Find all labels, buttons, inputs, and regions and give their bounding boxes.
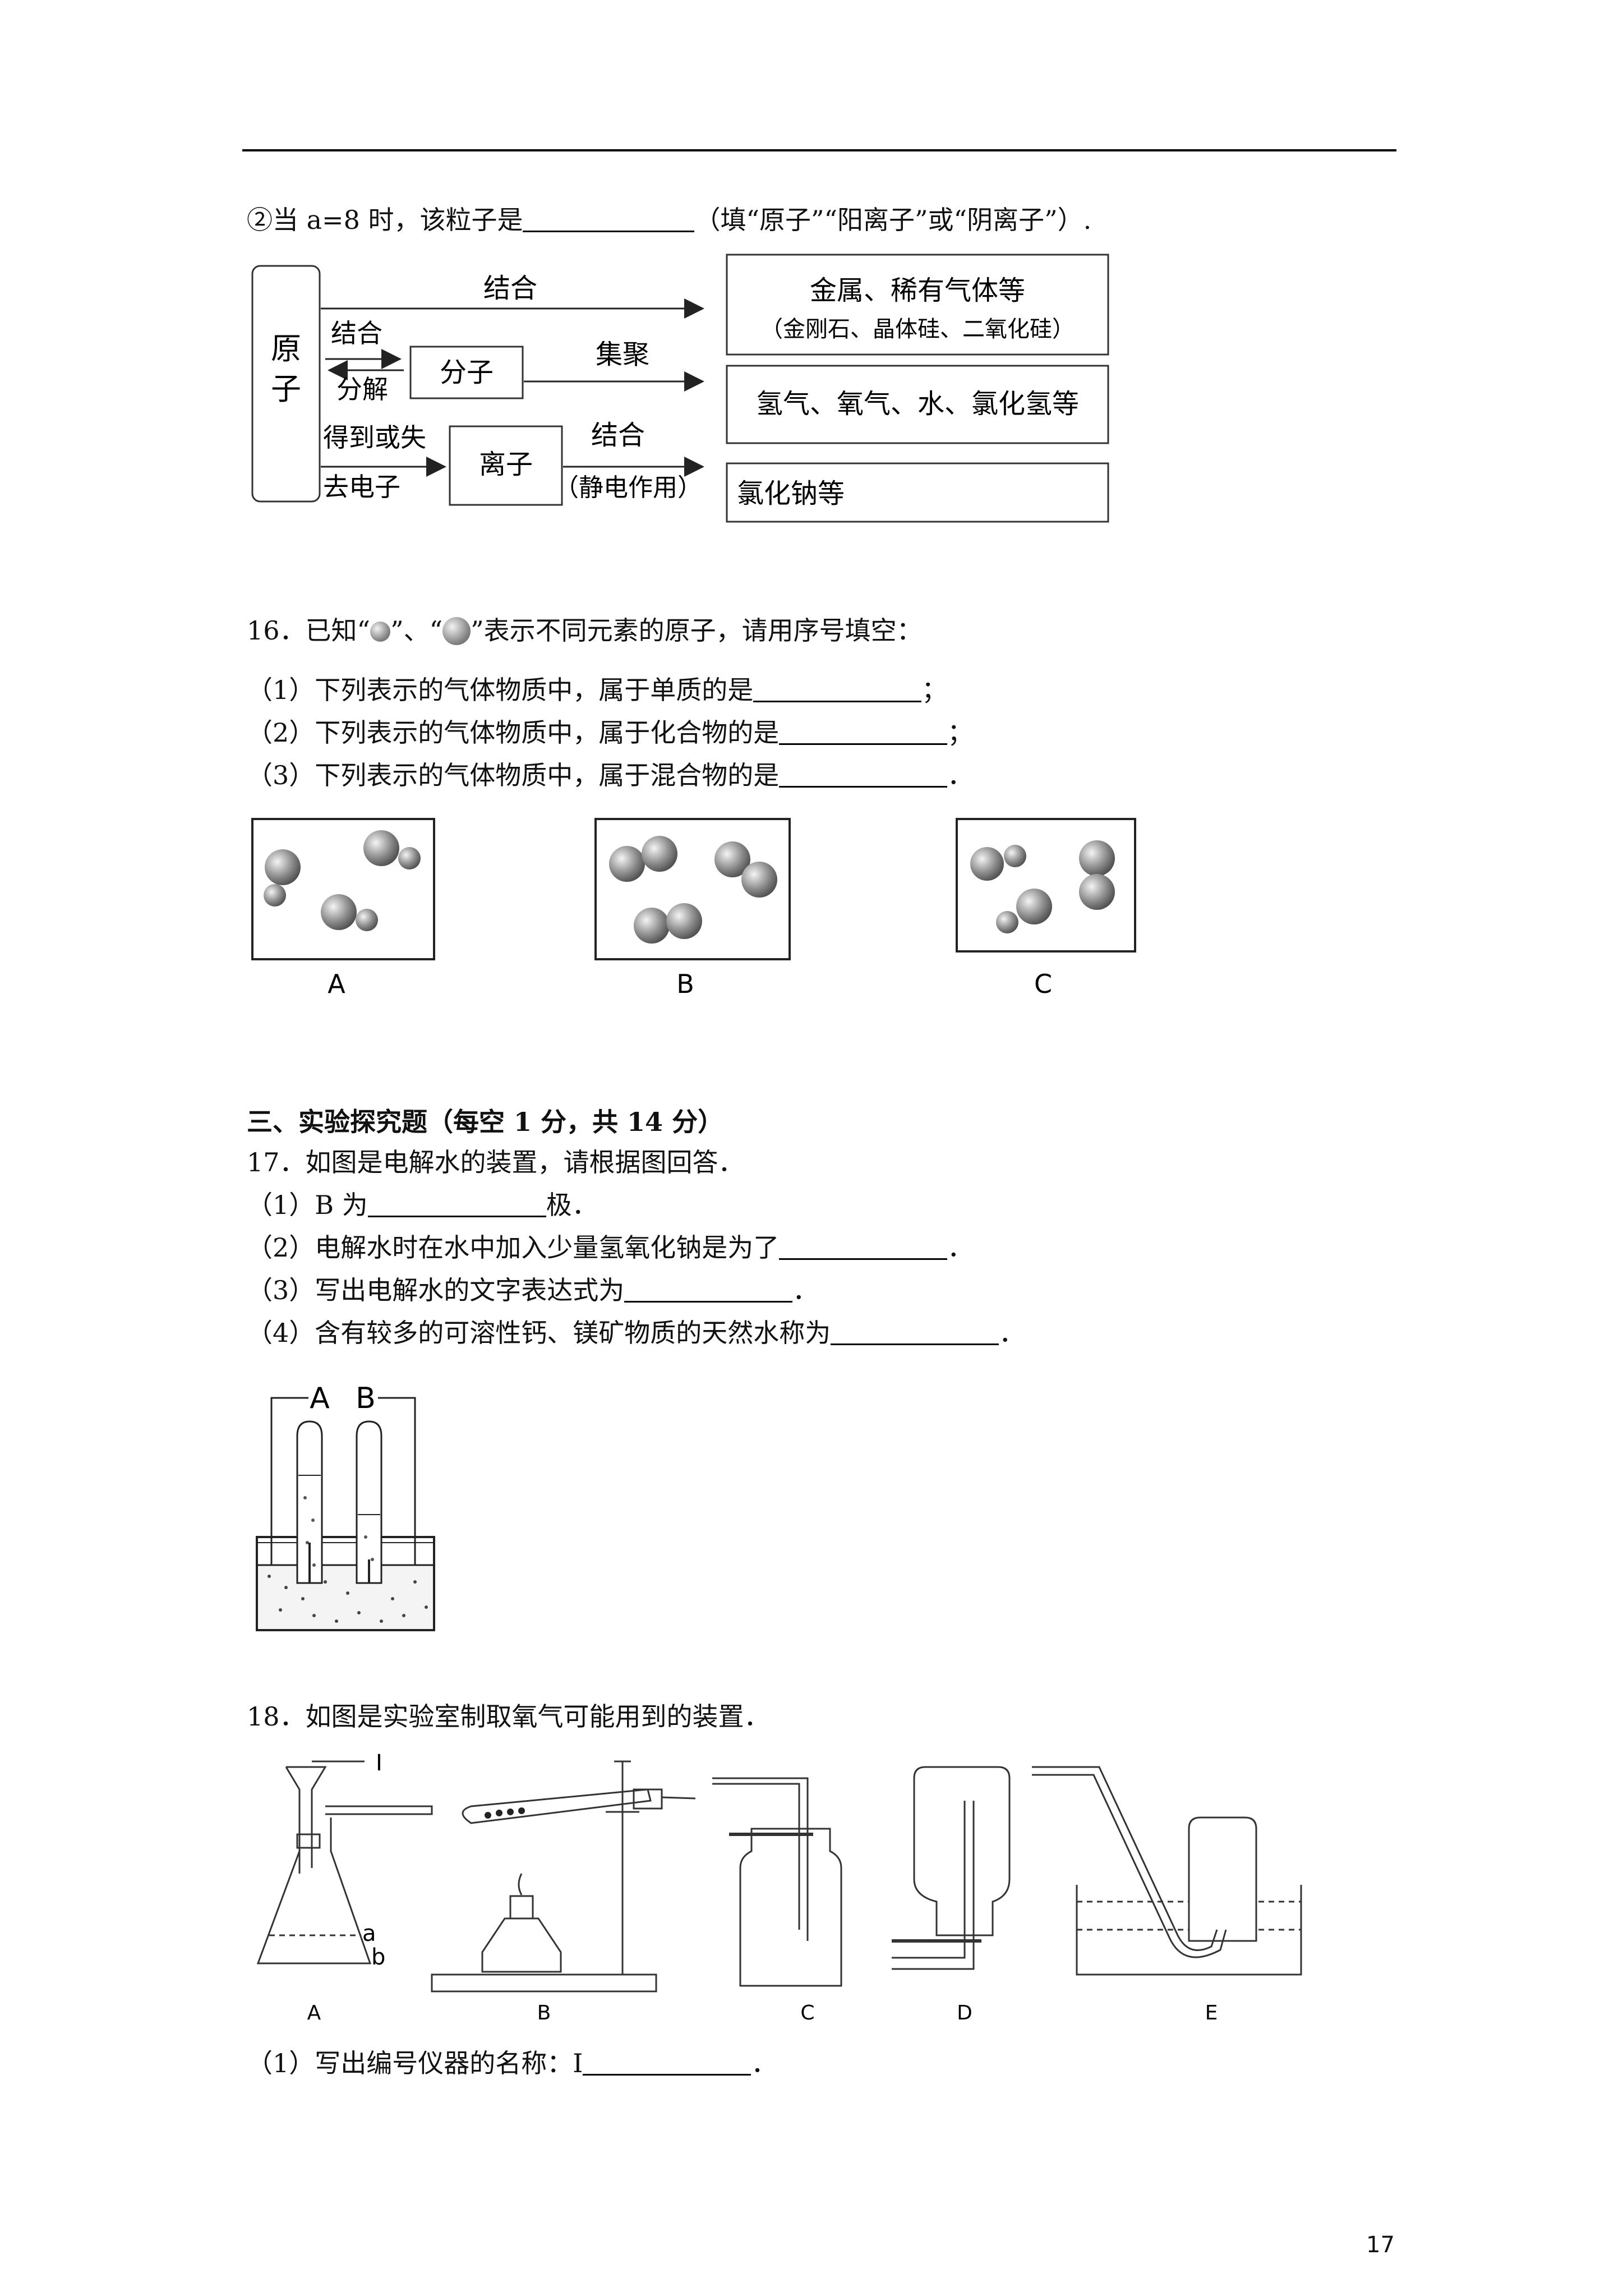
option-c-label: C	[1034, 969, 1052, 999]
molecule-box	[409, 346, 524, 399]
ion-label: 离子	[479, 449, 533, 480]
label-gain-lose-1: 得到或失	[323, 422, 426, 453]
q17-intro: 17．如图是电解水的装置，请根据图回答．	[247, 1147, 744, 1177]
atom-label-1: 原	[271, 331, 301, 366]
label-static: （静电作用）	[554, 473, 702, 502]
molecule-label: 分子	[440, 357, 494, 388]
atom-label-2: 子	[271, 371, 301, 407]
apparatus-e	[1032, 1766, 1302, 1976]
q16-intro: 16．已知“”、“”表示不同元素的原子，请用序号填空：	[247, 615, 923, 646]
arrow-label-combine: 结合	[331, 318, 382, 348]
option-a-diagram	[251, 818, 435, 960]
result-box-3-label: 氯化钠等	[737, 478, 845, 509]
q18-part-1: （1）写出编号仪器的名称：Ⅰ．	[247, 2048, 777, 2078]
apparatus-label-c: C	[800, 2001, 814, 2024]
result-box-2-label: 氢气、氧气、水、氯化氢等	[756, 388, 1079, 420]
answer-blank[interactable]	[779, 719, 948, 745]
oxygen-apparatus: I a b A B C D E	[256, 1750, 1302, 2024]
ion-box	[449, 425, 563, 506]
q17-part-4: （4）含有较多的可溶性钙、镁矿物质的天然水称为．	[247, 1318, 1025, 1348]
section-title: 三、实验探究题（每空 1 分，共 14 分）	[247, 1107, 724, 1137]
arrow-label-ion-combine: 结合	[591, 420, 645, 451]
apparatus-label-e: E	[1205, 2001, 1218, 2024]
small-atom-icon	[370, 622, 391, 642]
apparatus-label-b: B	[537, 2001, 551, 2024]
option-b-diagram	[594, 818, 791, 960]
apparatus-c	[712, 1777, 842, 1987]
q17-part-3: （3）写出电解水的文字表达式为．	[247, 1275, 819, 1305]
matter-composition-diagram: 原 子 结合 分子 结合 分解 集聚 得到或失 去电子 离子 结合 （静电作用）…	[251, 254, 1109, 523]
marker-b: b	[371, 1944, 385, 1970]
arrow-label-combine-top: 结合	[483, 273, 537, 304]
particle-diagrams: A B C	[251, 818, 1136, 999]
answer-blank[interactable]	[753, 676, 922, 702]
option-a-label: A	[328, 969, 345, 999]
result-box-1-line-1: 金属、稀有气体等	[810, 275, 1025, 306]
q16-part-1: （1）下列表示的气体物质中，属于单质的是；	[247, 675, 948, 705]
q17-part-1: （1）B 为极．	[247, 1190, 598, 1220]
answer-blank[interactable]	[583, 2049, 751, 2076]
q17-part-2: （2）电解水时在水中加入少量氢氧化钠是为了．	[247, 1232, 974, 1263]
tube-label-a: A	[310, 1382, 330, 1415]
large-atom-icon	[442, 617, 471, 645]
label-gain-lose-2: 去电子	[323, 472, 400, 502]
option-c-diagram	[956, 818, 1136, 953]
electrolysis-apparatus: A B	[256, 1382, 435, 1631]
apparatus-a	[256, 1760, 433, 1964]
apparatus-d	[892, 1766, 1011, 1970]
marker-i: I	[376, 1750, 382, 1776]
result-box-3	[726, 462, 1109, 523]
arrow-label-decompose: 分解	[336, 374, 388, 404]
q18-intro: 18．如图是实验室制取氧气可能用到的装置．	[247, 1701, 770, 1732]
answer-blank[interactable]	[831, 1319, 999, 1345]
answer-blank[interactable]	[779, 1234, 948, 1260]
option-b-label: B	[676, 969, 694, 999]
answer-blank[interactable]	[523, 206, 695, 232]
result-box-1-line-2: （金刚石、晶体硅、二氧化硅）	[760, 316, 1075, 342]
header-rule	[242, 149, 1396, 151]
result-box-2	[726, 365, 1109, 444]
apparatus-label-a: A	[307, 2001, 321, 2024]
arrow-label-gather: 集聚	[596, 339, 649, 370]
answer-blank[interactable]	[624, 1276, 793, 1303]
page-number: 17	[1366, 2232, 1395, 2258]
marker-a: a	[362, 1921, 376, 1947]
answer-blank[interactable]	[779, 761, 948, 788]
q16-part-3: （3）下列表示的气体物质中，属于混合物的是．	[247, 760, 974, 790]
q16-part-2: （2）下列表示的气体物质中，属于化合物的是；	[247, 717, 974, 748]
tube-label-b: B	[356, 1382, 376, 1415]
atom-box	[251, 265, 321, 503]
result-box-1	[726, 254, 1109, 356]
q15-line: ②当 a=8 时，该粒子是（填“原子”“阳离子”或“阴离子”）.	[247, 205, 1092, 235]
apparatus-label-d: D	[957, 2001, 972, 2024]
answer-blank[interactable]	[367, 1191, 546, 1217]
apparatus-b	[431, 1760, 696, 1993]
